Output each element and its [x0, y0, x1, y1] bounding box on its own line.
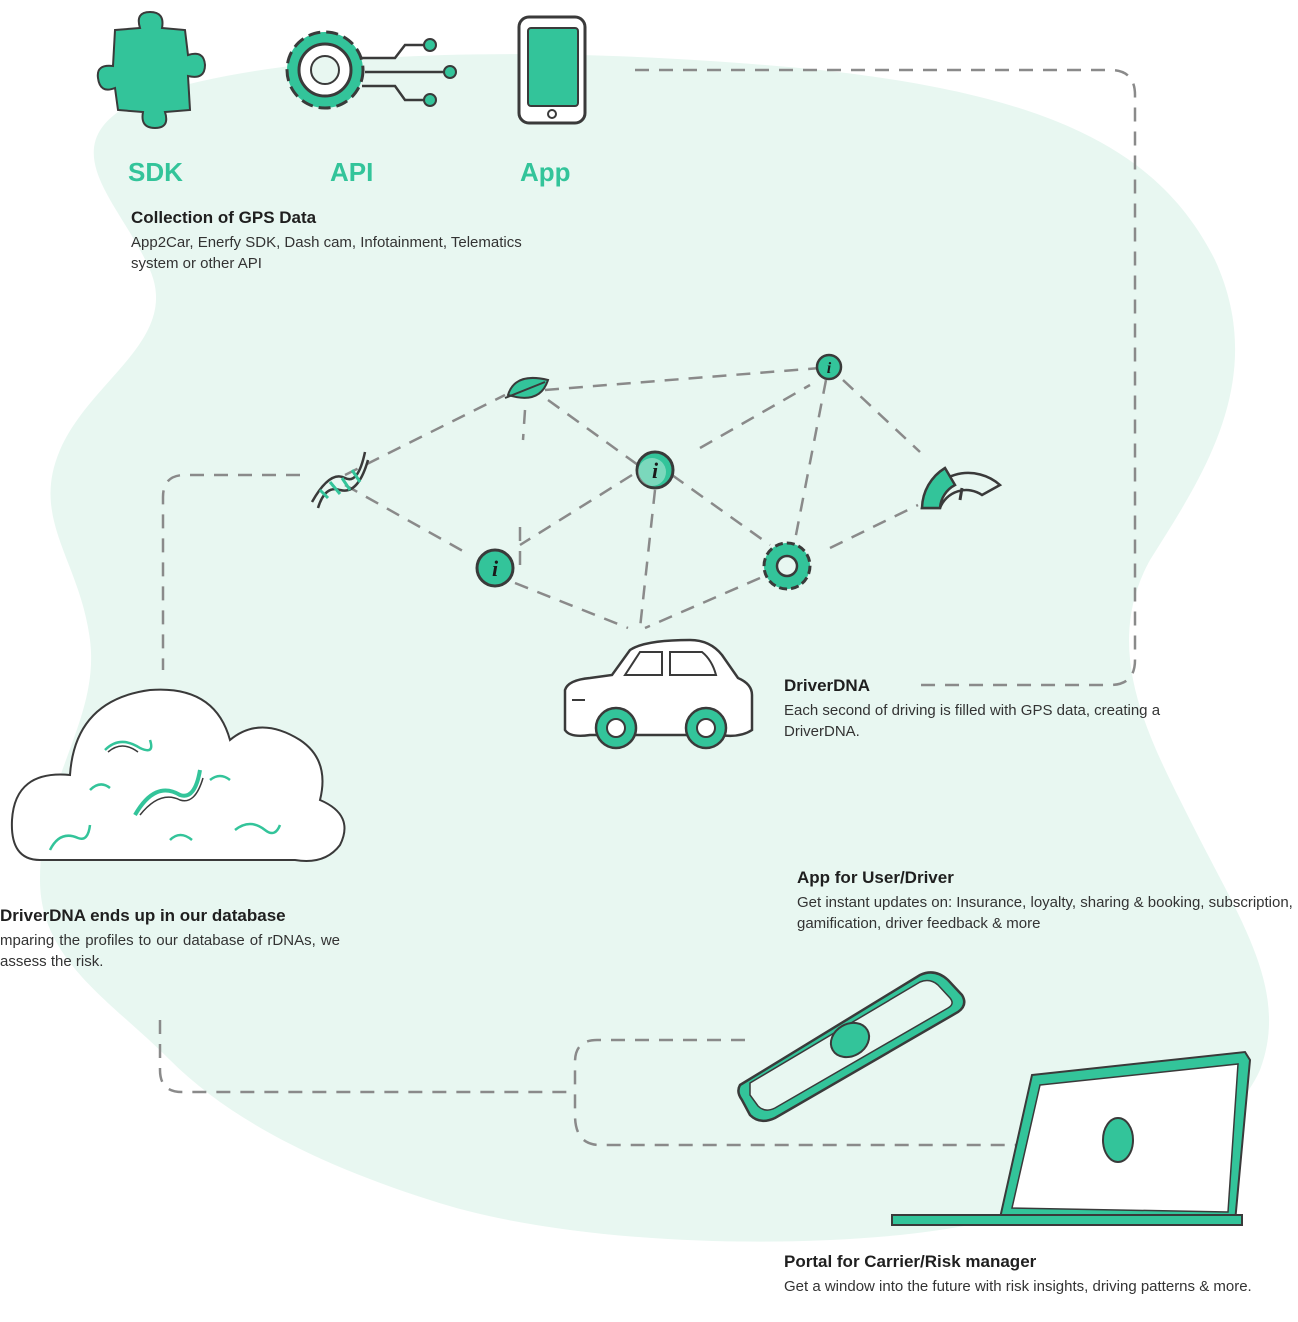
svg-text:i: i — [827, 360, 832, 377]
svg-text:i: i — [492, 556, 499, 581]
app-to-driverdna-line — [635, 68, 1137, 687]
database-title: DriverDNA ends up in our database — [0, 906, 286, 925]
cloud-icon — [10, 688, 346, 862]
tablet-icon — [737, 971, 966, 1123]
driverdna-title: DriverDNA — [784, 676, 870, 695]
app-user-block: App for User/Driver Get instant updates … — [797, 868, 1297, 934]
portal-title: Portal for Carrier/Risk manager — [784, 1252, 1037, 1271]
info-icon-top: i — [815, 353, 843, 381]
puzzle-icon — [96, 10, 207, 130]
network-lines — [344, 366, 921, 630]
portal-desc: Get a window into the future with risk i… — [784, 1278, 1252, 1295]
api-label: API — [330, 157, 374, 187]
connector-lines — [158, 68, 1137, 1147]
database-desc: mparing the profiles to our database of … — [0, 932, 340, 970]
collection-desc: App2Car, Enerfy SDK, Dash cam, Infotainm… — [131, 234, 522, 272]
dna-icon — [310, 451, 370, 509]
cloud-to-devices-line — [158, 1020, 575, 1094]
driverdna-desc: Each second of driving is filled with GP… — [784, 702, 1161, 740]
phone-icon — [517, 15, 587, 125]
app-label: App — [520, 157, 571, 187]
gear-icon — [762, 541, 812, 591]
database-block: DriverDNA ends up in our database mparin… — [0, 906, 340, 972]
leaf-icon — [504, 376, 550, 399]
collection-title: Collection of GPS Data — [131, 208, 317, 227]
laptop-icon — [891, 1050, 1252, 1226]
info-icon-center: i — [635, 450, 675, 490]
gear-circuit-icon — [285, 30, 457, 110]
car-icon — [563, 638, 754, 750]
speedometer-icon — [920, 466, 1003, 510]
info-icon-left: i — [475, 548, 515, 588]
sdk-label: SDK — [128, 157, 183, 187]
app-user-desc: Get instant updates on: Insurance, loyal… — [797, 894, 1293, 932]
portal-block: Portal for Carrier/Risk manager Get a wi… — [784, 1252, 1284, 1297]
devices-bracket-line — [573, 1038, 1110, 1147]
dna-to-cloud-line — [161, 473, 300, 670]
collection-block: Collection of GPS Data App2Car, Enerfy S… — [131, 208, 531, 274]
app-user-title: App for User/Driver — [797, 868, 954, 887]
svg-text:i: i — [652, 458, 659, 483]
driverdna-block: DriverDNA Each second of driving is fill… — [784, 676, 1184, 742]
